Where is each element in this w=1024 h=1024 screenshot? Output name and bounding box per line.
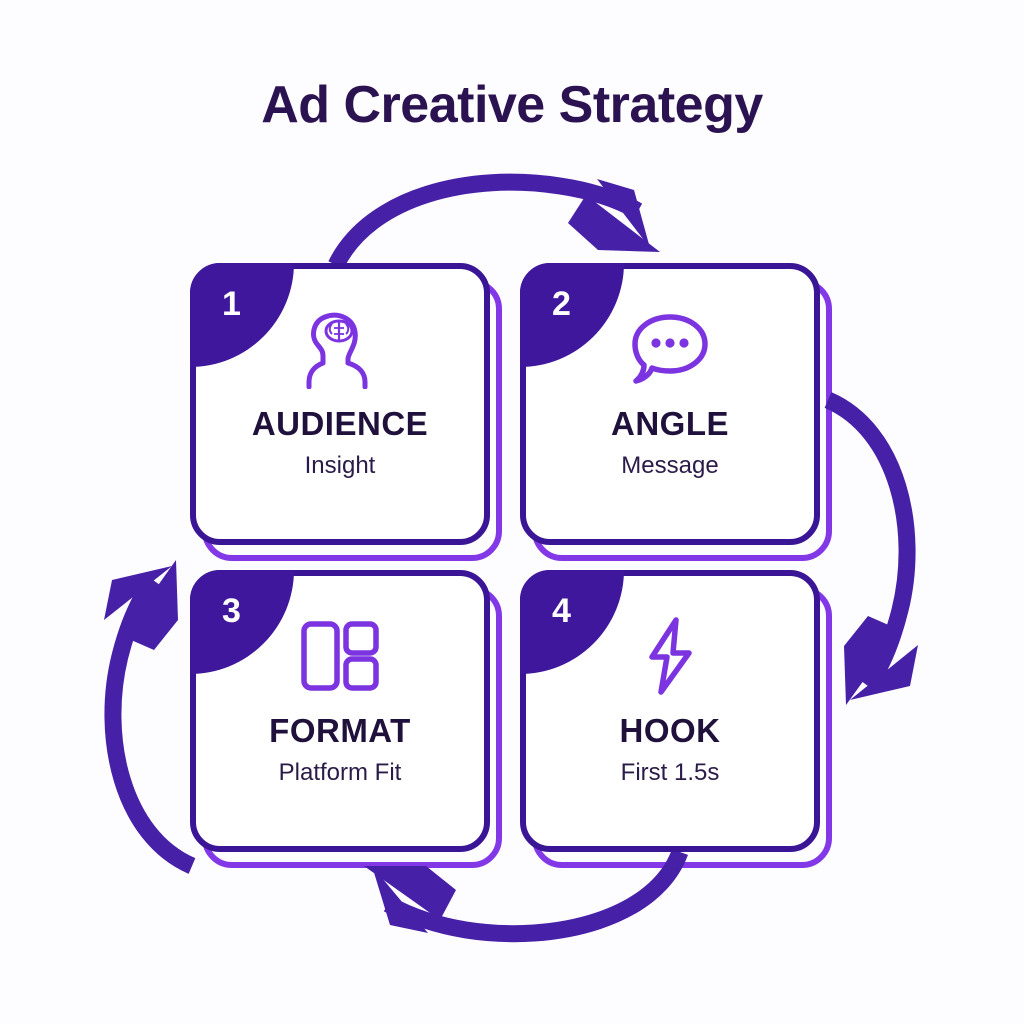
head-brain-icon — [301, 307, 379, 391]
arrow-angle-to-hook — [824, 392, 918, 705]
badge-number-3-label: 3 — [222, 592, 241, 630]
card-angle[interactable]: 2 ANGLE Message — [520, 263, 832, 561]
arrow-audience-to-angle — [328, 173, 660, 270]
page-title: Ad Creative Strategy — [261, 76, 763, 134]
card-angle-subtitle: Message — [621, 452, 719, 479]
card-audience-title: AUDIENCE — [251, 405, 429, 442]
card-format-subtitle: Platform Fit — [278, 759, 402, 786]
layout-grid-icon — [298, 614, 382, 698]
card-angle-content: ANGLE Message — [526, 269, 814, 539]
card-hook-content: HOOK First 1.5s — [526, 576, 814, 846]
badge-number-4-label: 4 — [552, 592, 571, 630]
card-audience-content: AUDIENCE Insight — [196, 269, 484, 539]
card-audience-subtitle: Insight — [304, 452, 376, 479]
card-angle-title: ANGLE — [611, 405, 729, 442]
lightning-bolt-icon — [639, 614, 701, 698]
card-format-title: FORMAT — [269, 712, 411, 749]
card-hook-title: HOOK — [619, 712, 721, 749]
card-hook-subtitle: First 1.5s — [620, 759, 720, 786]
badge-number-2-label: 2 — [552, 285, 571, 323]
arrow-format-to-audience — [104, 560, 196, 874]
badge-number-1-label: 1 — [222, 285, 241, 323]
badge-number-1: 1 — [190, 263, 294, 367]
card-hook[interactable]: 4 HOOK First 1.5s — [520, 570, 832, 868]
card-audience[interactable]: 1 AUDIENCE Insight — [190, 263, 502, 561]
card-format[interactable]: 3 FORMAT Platform Fit — [190, 570, 502, 868]
card-format-content: FORMAT Platform Fit — [196, 576, 484, 846]
arrow-hook-to-format — [364, 848, 688, 943]
speech-bubble-icon — [629, 307, 711, 391]
